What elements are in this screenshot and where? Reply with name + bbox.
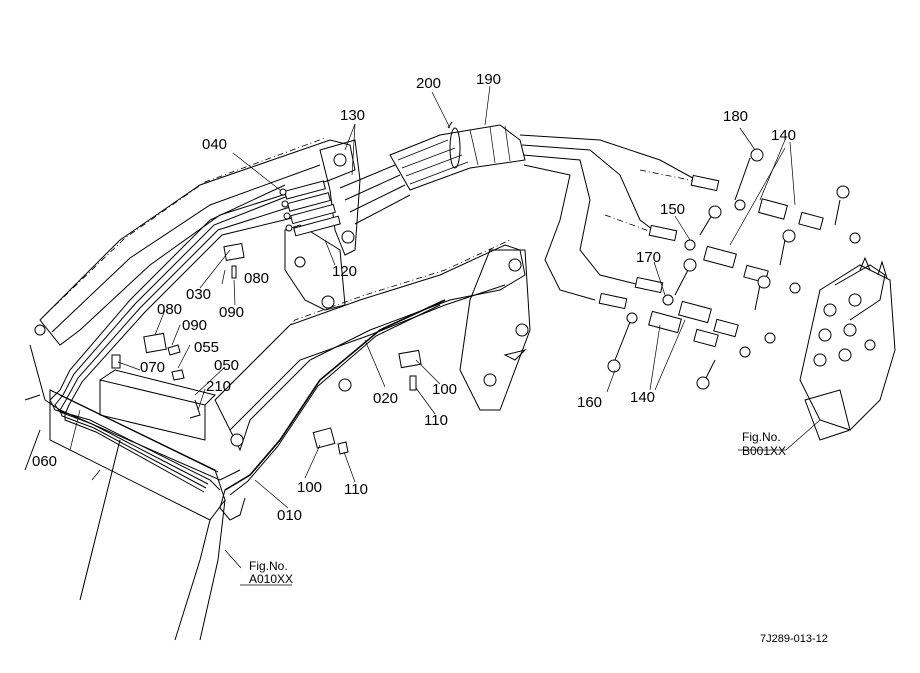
label-150: 150 [660,201,685,218]
left-boom-arm [24,137,356,481]
label-160: 160 [577,394,602,411]
fig-ref-a010xx: Fig.No. A010XX [249,559,293,586]
label-080-top: 080 [244,270,269,287]
label-060: 060 [32,453,57,470]
label-055: 055 [194,339,219,356]
fig-ref-a-code: A010XX [249,572,293,586]
fig-ref-a-title: Fig.No. [249,559,288,573]
label-040: 040 [202,136,227,153]
label-100-mid: 100 [432,381,457,398]
label-210: 210 [206,378,231,395]
fig-ref-b001xx: Fig.No. B001XX [742,430,786,458]
quick-couplers-140 [598,174,861,358]
label-100-bottom: 100 [297,479,322,496]
label-140-bottom: 140 [630,389,655,406]
drawing-code: 7J289-013-12 [760,633,828,645]
control-valve [799,256,896,441]
label-070: 070 [140,359,165,376]
label-090-top: 090 [219,304,244,321]
fig-ref-b-title: Fig.No. [742,430,781,444]
label-030: 030 [186,286,211,303]
label-170: 170 [636,249,661,266]
label-180: 180 [723,108,748,125]
fig-ref-b-code: B001XX [742,444,786,458]
hose-fittings-120 [279,180,341,237]
clamp-plates [111,242,422,455]
label-140-top: 140 [771,127,796,144]
label-080-mid: 080 [157,301,182,318]
label-200: 200 [416,75,441,92]
label-190: 190 [476,71,501,88]
label-110-mid: 110 [424,412,448,429]
hose-holder-050 [99,369,216,441]
leader-lines [69,85,821,586]
lower-cross-member [24,389,226,641]
part-labels: 130 040 200 190 180 140 150 170 120 080 … [32,71,796,524]
hoses-to-sleeve [339,164,411,225]
hoses-to-valve [519,134,701,301]
label-110-bottom: 110 [344,481,368,498]
label-020: 020 [373,390,398,407]
hose-sleeve-190 [389,121,526,191]
right-boom-arm [214,239,531,452]
dust-caps [607,148,850,390]
hose-010-020 [219,299,446,521]
label-050: 050 [214,357,239,374]
label-130: 130 [340,107,365,124]
label-010: 010 [277,507,302,524]
label-120: 120 [332,263,357,280]
label-090-mid: 090 [182,317,207,334]
hose-bundle-left [49,184,293,493]
